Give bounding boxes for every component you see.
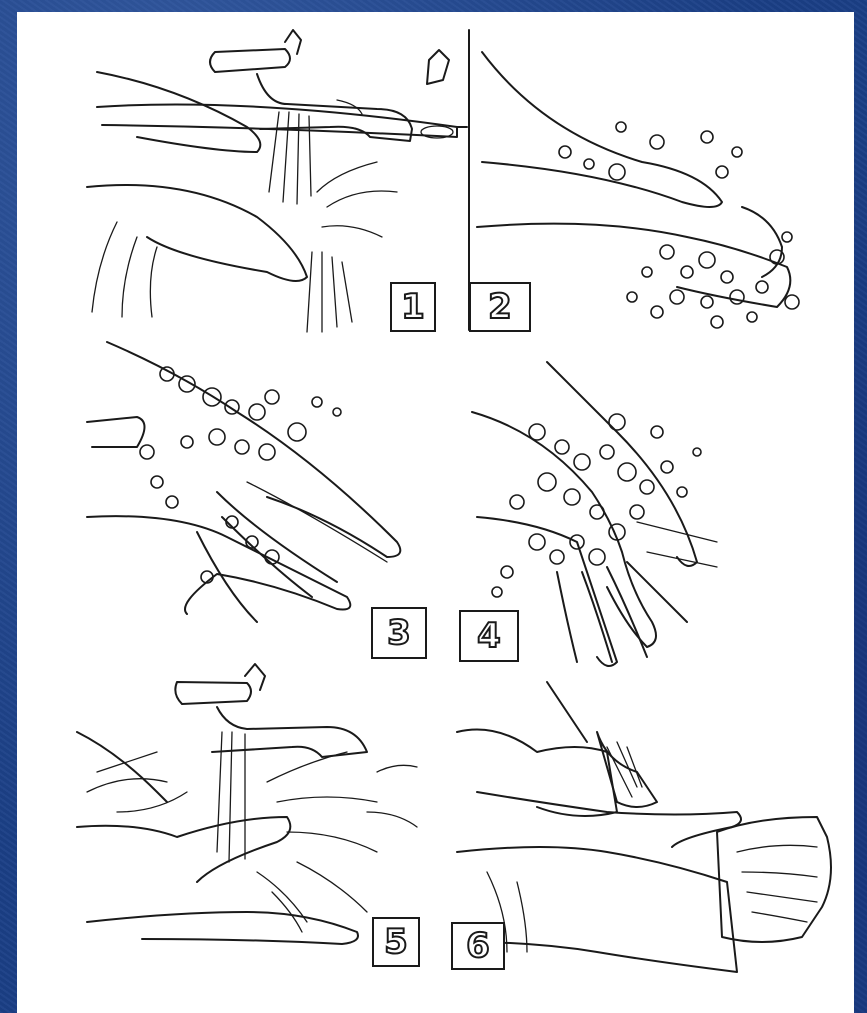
step-number-1: 1 <box>390 282 436 332</box>
panel-3-rub-back-of-hand <box>87 342 400 622</box>
step-number-4: 4 <box>459 610 519 662</box>
step-number-2: 2 <box>469 282 531 332</box>
panel-6-dry-hands <box>457 682 831 972</box>
step-number-6: 6 <box>451 922 505 970</box>
step-number-5: 5 <box>372 917 420 967</box>
handwashing-illustration <box>17 12 854 1013</box>
panel-5-rinse-hands <box>77 664 417 944</box>
step-number-3: 3 <box>371 607 427 659</box>
illustration-sheet: 1 2 3 4 5 6 <box>17 12 854 1013</box>
